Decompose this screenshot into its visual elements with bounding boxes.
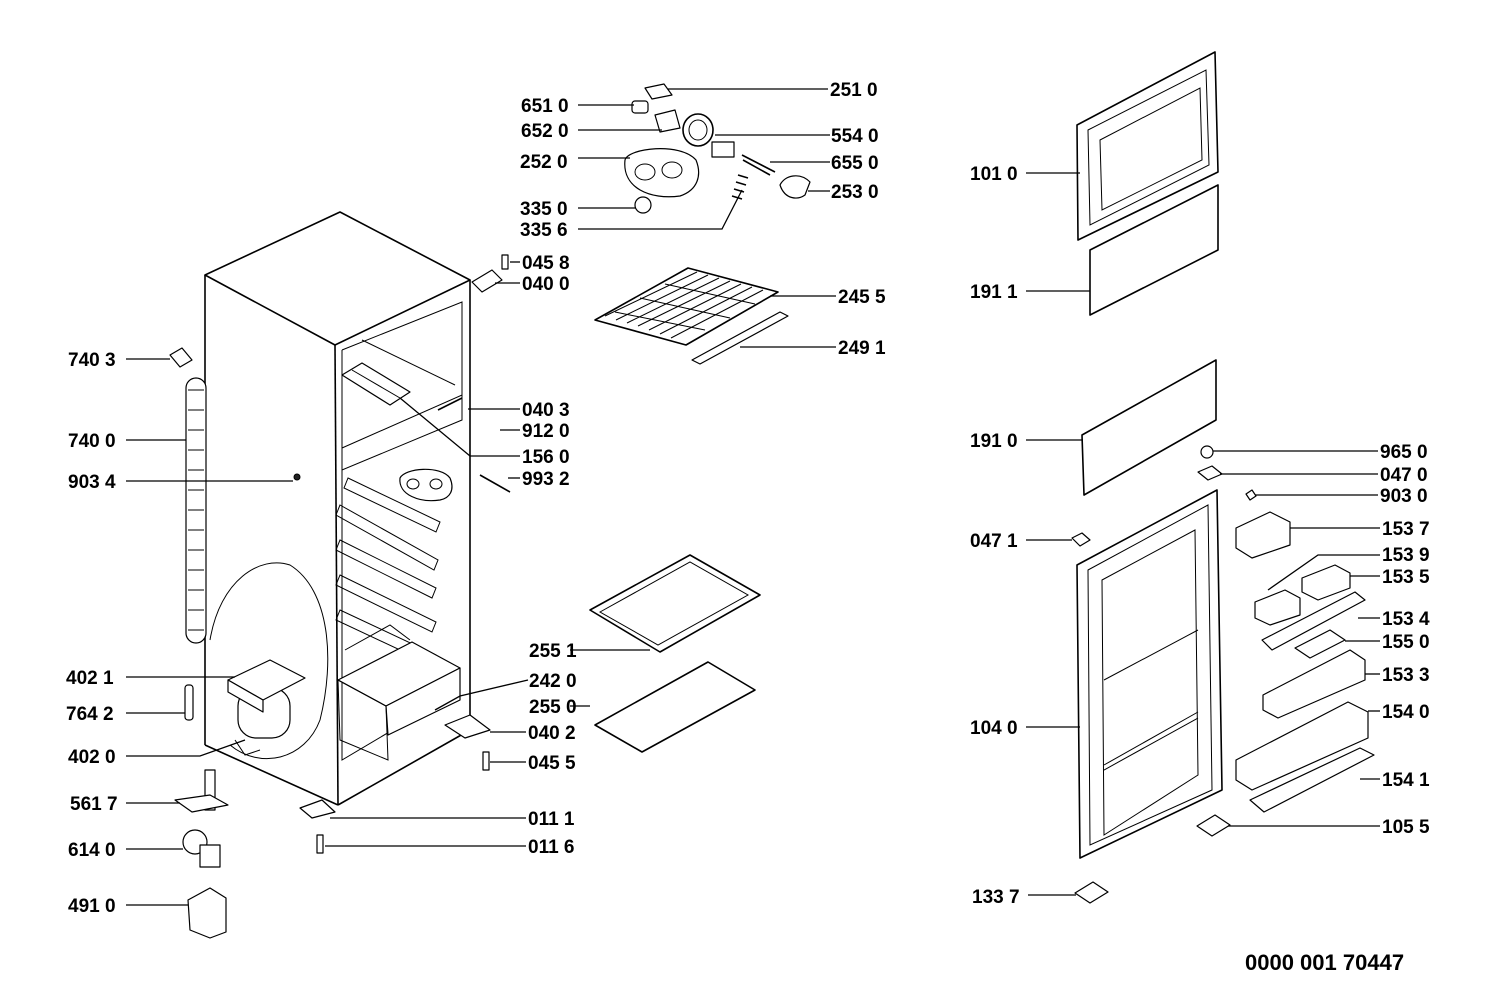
callout-label: 040 0 — [522, 274, 570, 295]
callout-label: 255 1 — [529, 641, 577, 662]
callout-label: 153 3 — [1382, 665, 1430, 686]
callout-label: 154 0 — [1382, 702, 1430, 723]
callout-label: 740 0 — [68, 431, 116, 452]
callout-label: 040 2 — [528, 723, 576, 744]
door-gaskets-drawing — [1081, 184, 1219, 496]
callout-label: 402 0 — [68, 747, 116, 768]
callout-label: 614 0 — [68, 840, 116, 861]
callout-label: 101 0 — [970, 164, 1018, 185]
callout-label: 133 7 — [972, 887, 1020, 908]
callout-label: 561 7 — [70, 794, 118, 815]
callout-label: 554 0 — [831, 126, 879, 147]
callout-label: 251 0 — [830, 80, 878, 101]
glass-shelf-drawing — [589, 554, 761, 753]
small-parts-drawing — [169, 254, 511, 939]
callout-label: 335 6 — [520, 220, 568, 241]
callout-labels: 251 0 651 0 652 0 554 0 252 0 655 0 253 … — [66, 80, 1430, 917]
callout-label: 652 0 — [521, 121, 569, 142]
thermostat-housing-drawing — [624, 83, 811, 214]
callout-label: 402 1 — [66, 668, 114, 689]
callout-label: 651 0 — [521, 96, 569, 117]
callout-label: 153 4 — [1382, 609, 1430, 630]
callout-label: 993 2 — [522, 469, 570, 490]
callout-label: 335 0 — [520, 199, 568, 220]
callout-label: 242 0 — [529, 671, 577, 692]
part-drawings — [169, 51, 1375, 939]
document-number: 0000 001 70447 — [1245, 950, 1404, 975]
cabinet-body-drawing — [204, 211, 471, 806]
fridge-door-drawing — [1076, 489, 1223, 859]
callout-label: 040 3 — [522, 400, 570, 421]
callout-label: 045 8 — [522, 253, 570, 274]
callout-label: 253 0 — [831, 182, 879, 203]
callout-label: 903 0 — [1380, 486, 1428, 507]
wire-shelf-drawing — [594, 267, 789, 365]
callout-label: 191 0 — [970, 431, 1018, 452]
callout-label: 153 7 — [1382, 519, 1430, 540]
callout-label: 252 0 — [520, 152, 568, 173]
callout-label: 191 1 — [970, 282, 1018, 303]
callout-label: 912 0 — [522, 421, 570, 442]
callout-label: 245 5 — [838, 287, 886, 308]
callout-label: 105 5 — [1382, 817, 1430, 838]
callout-label: 154 1 — [1382, 770, 1430, 791]
callout-label: 255 0 — [529, 697, 577, 718]
callout-label: 740 3 — [68, 350, 116, 371]
callout-label: 249 1 — [838, 338, 886, 359]
callout-label: 047 0 — [1380, 465, 1428, 486]
condenser-drawing — [185, 377, 207, 644]
callout-label: 965 0 — [1380, 442, 1428, 463]
door-bins-drawing — [1071, 445, 1375, 904]
callout-label: 655 0 — [831, 153, 879, 174]
leader-lines — [126, 88, 1380, 906]
callout-label: 764 2 — [66, 704, 114, 725]
callout-label: 491 0 — [68, 896, 116, 917]
callout-label: 156 0 — [522, 447, 570, 468]
callout-label: 011 1 — [528, 809, 575, 830]
freezer-door-drawing — [1076, 51, 1219, 241]
callout-label: 153 9 — [1382, 545, 1430, 566]
callout-label: 047 1 — [970, 531, 1018, 552]
callout-label: 011 6 — [528, 837, 575, 858]
callout-label: 045 5 — [528, 753, 576, 774]
callout-label: 153 5 — [1382, 567, 1430, 588]
callout-label: 155 0 — [1382, 632, 1430, 653]
callout-label: 903 4 — [68, 472, 116, 493]
callout-label: 104 0 — [970, 718, 1018, 739]
